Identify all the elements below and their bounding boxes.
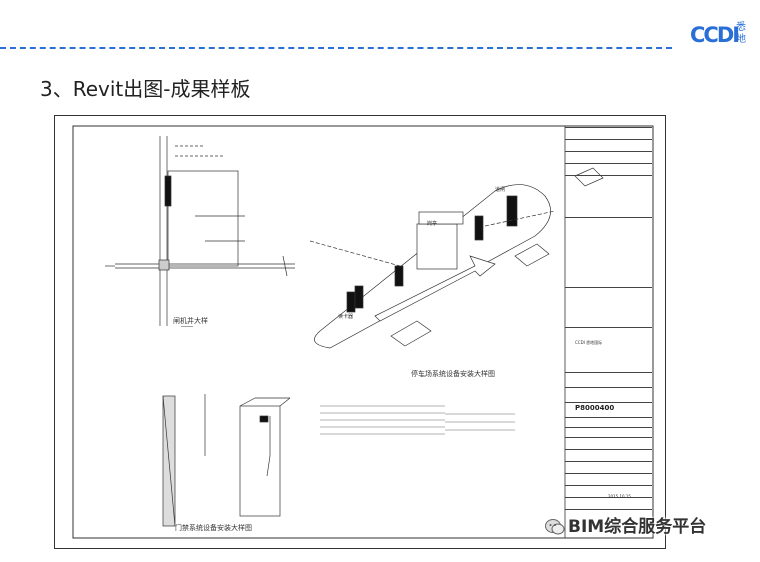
label-guard-booth: 岗亭 bbox=[427, 221, 438, 227]
label-turnstile: 闸机井大样 bbox=[173, 317, 208, 325]
svg-text:____: ____ bbox=[180, 320, 194, 327]
header-divider bbox=[0, 47, 672, 49]
label-card-reader: 读卡器 bbox=[338, 314, 354, 320]
watermark-text: BIM综合服务平台 bbox=[568, 517, 707, 537]
label-access: 门禁系统设备安装大样图 bbox=[175, 524, 252, 532]
turnstile-plan bbox=[105, 136, 295, 326]
access-control-detail bbox=[162, 394, 291, 527]
label-barrier: 道闸 bbox=[495, 187, 506, 193]
title-block-date: 2015.10.15 bbox=[608, 494, 631, 499]
title-block-company: CCDI 悉地国际 bbox=[575, 340, 603, 345]
logo-chinese: 悉地 bbox=[736, 22, 746, 45]
cad-drawing: ____ — bbox=[72, 125, 654, 539]
title-block bbox=[565, 127, 652, 527]
label-parking: 停车场系统设备安装大样图 bbox=[411, 370, 495, 378]
wechat-icon bbox=[545, 519, 565, 535]
parking-isometric bbox=[309, 167, 604, 349]
drawing-sheet: ____ — bbox=[54, 115, 666, 549]
logo: CCDI bbox=[690, 23, 740, 47]
drawing-number: P8000400 bbox=[575, 404, 615, 412]
page-title: 3、Revit出图-成果样板 bbox=[40, 77, 251, 101]
svg-text:—: — bbox=[420, 373, 426, 380]
